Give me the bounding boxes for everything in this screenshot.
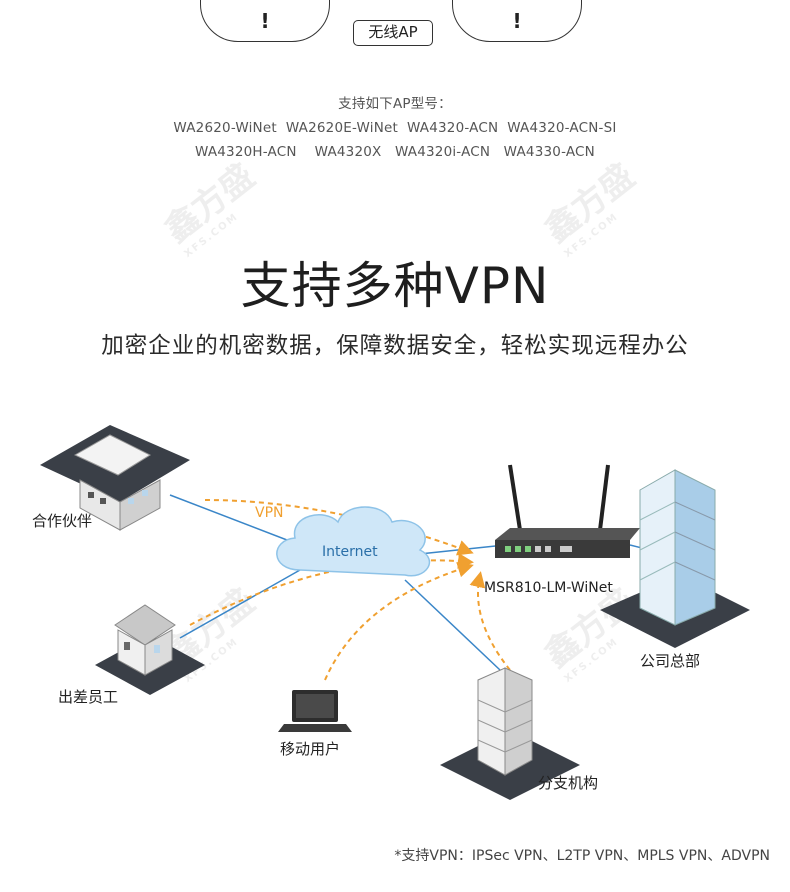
- router-icon: [495, 464, 640, 558]
- traveling-staff-label: 出差员工: [58, 688, 119, 706]
- page-title: 支持多种VPN: [240, 257, 550, 315]
- warning-icon: !: [512, 9, 522, 33]
- house-icon: [95, 604, 205, 695]
- router-label: MSR810-LM-WiNet: [484, 580, 613, 596]
- vpn-tunnels: [189, 499, 511, 681]
- ap-card-left: !: [200, 0, 330, 42]
- warning-icon: !: [260, 9, 270, 33]
- ap-card-right: !: [452, 0, 582, 42]
- wireless-ap-label: 无线AP: [353, 20, 433, 46]
- vpn-support-footnote: *支持VPN：IPSec VPN、L2TP VPN、MPLS VPN、ADVPN: [394, 848, 770, 864]
- vpn-network-diagram: VPN Internet: [0, 380, 790, 840]
- vpn-label: VPN: [255, 505, 284, 521]
- partner-label: 合作伙伴: [32, 512, 93, 530]
- internet-cloud: Internet: [276, 506, 431, 577]
- mobile-user-label: 移动用户: [280, 740, 341, 758]
- diagram-canvas: VPN Internet: [40, 425, 750, 800]
- vpn-tunnel-partner: [204, 499, 474, 556]
- headquarters-label: 公司总部: [640, 652, 701, 670]
- branch-building-icon: [440, 667, 580, 800]
- page-subtitle: 加密企业的机密数据，保障数据安全，轻松实现远程办公: [101, 333, 689, 359]
- vpn-tunnel-staff: [189, 553, 474, 626]
- vpn-tunnel-mobile: [324, 561, 474, 681]
- branch-label: 分支机构: [538, 774, 599, 792]
- models-title: 支持如下AP型号：: [338, 96, 452, 112]
- models-line-1: WA2620-WiNet WA2620E-WiNet WA4320-ACN WA…: [173, 120, 617, 136]
- headquarters-tower-icon: [600, 469, 750, 648]
- models-line-2: WA4320H-ACN WA4320X WA4320i-ACN WA4330-A…: [195, 144, 595, 160]
- laptop-icon: [278, 690, 352, 732]
- partner-building-icon: [40, 425, 190, 531]
- internet-label: Internet: [322, 544, 378, 560]
- vpn-tunnel-branch: [469, 571, 511, 671]
